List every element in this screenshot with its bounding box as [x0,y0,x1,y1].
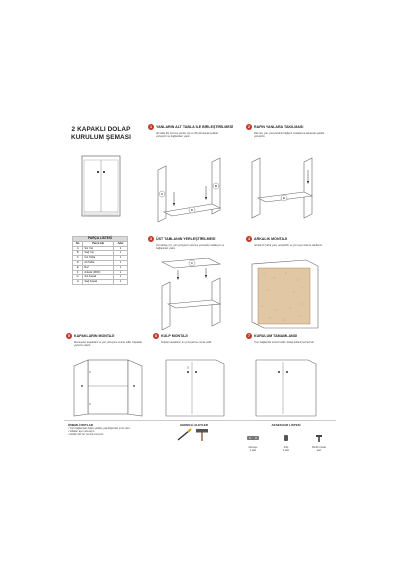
screw-icon [316,435,322,442]
part-no: H [71,279,84,285]
step-6-illustration [165,359,225,417]
step-4-illustration [251,259,319,329]
step-title: RAFIN YANLARA TAKILMASI [254,125,304,129]
note-text: Tüm bağlantılar doğru şekilde yapıldığın… [69,427,131,430]
note-item: • Vidaları aşırı sıkmayın. [68,430,95,434]
hardware-item: Kulp 2 adet [271,429,301,453]
title-line-1: 2 KAPAKLI DOLAP [71,126,131,133]
step-description: Rafı (E), yan yüzeylerdeki bağlantı nokt… [254,132,325,138]
footer-divider [64,420,336,421]
notes-section: ÖNEMLİ NOTLAR • Tüm bağlantılar doğru şe… [68,423,148,437]
hardware-qty: adet [316,449,322,452]
tools-title: GEREKLİ ALETLER [180,423,208,427]
step-3-illustration: C [160,258,222,330]
step-description: Alt tabla (D) üzerine yanları (A) ve (B)… [156,132,218,138]
svg-text:D: D [191,208,194,212]
page-title: 2 KAPAKLI DOLAP KURULUM ŞEMASI [64,126,138,141]
hardware-section: AKSESUAR LİSTESİ Menteşe 4 adet Kulp 2 a… [238,423,334,453]
hammer-icon [196,429,208,441]
step-number: 6 [153,333,159,339]
cabinet-overview-illustration [81,155,121,217]
step-number: 7 [246,333,252,339]
step-7-illustration [255,359,317,417]
note-item: • Dolabı düz bir zemine kurunuz. [68,433,105,437]
screwdriver-icon [177,428,192,441]
handle-icon [284,435,288,441]
title-line-2: KURULUM ŞEMASI [71,133,131,141]
hinge-icon [247,436,259,440]
svg-text:C: C [191,261,194,265]
assembly-sheet: 2 KAPAKLI DOLAP KURULUM ŞEMASI PARÇA LİS… [58,118,340,453]
step-title: YANLARIN ALT TABLA İLE BİRLEŞTİRİLMESİ [156,125,234,129]
step-description: Kulplar kapakların ön yüzeylerine monte … [161,341,212,344]
svg-text:E: E [283,196,285,200]
step-description: Tüm bağlantılar kontrol edilir. Dolap ku… [254,341,315,344]
hardware-qty: 4 adet [249,449,257,452]
svg-text:A: A [161,192,163,196]
note-text: Dolabı düz bir zemine kurunuz. [69,433,105,437]
step-description: Menteşeler kapaklara ve yan yüzeylere mo… [74,341,143,347]
tools-section: GEREKLİ ALETLER [166,423,222,448]
hardware-name: Kulp [283,447,289,449]
hardware-item: Menteşe 4 adet [238,429,268,453]
step-number: 1 [148,124,154,130]
step-title: KULP MONTAJI [161,334,188,338]
hardware-item: Minifix Civata adet [304,429,334,453]
step-title: ÜST TABLANIN YERLEŞTİRİLMESİ [156,237,216,241]
step-number: 3 [148,236,154,242]
step-description: Arkalık (F) arka yüze yerleştirilir ve ç… [254,244,323,247]
step-description: Üst tablayı (C), yan yüzeylerin üzerine … [156,244,225,250]
step-2-illustration: E [251,157,314,219]
svg-text:B: B [215,184,217,188]
note-item: • Tüm bağlantılar doğru şekilde yapıldığ… [68,427,131,430]
hardware-title: AKSESUAR LİSTESİ [271,423,301,427]
hardware-qty: 2 adet [282,449,290,452]
hardware-name: Minifix Civata [312,447,326,449]
step-title: KAPAKLARIN MONTAJI [74,334,115,338]
step-title: KURULUM TAMAMLANDI [254,334,298,338]
hardware-name: Menteşe [248,447,258,449]
step-title: ARKALIK MONTAJI [254,237,288,241]
tools-illustration [177,428,208,441]
note-text: Vidaları aşırı sıkmayın. [69,430,95,434]
step-1-illustration: A B D [157,157,221,222]
step-5-illustration [73,359,143,417]
part-qty: 1 [112,279,129,285]
step-number: 4 [246,236,252,242]
notes-title: ÖNEMLİ NOTLAR [68,423,93,427]
step-number: 5 [66,333,72,339]
step-number: 2 [246,124,252,130]
part-name: Sağ Kapak [82,279,114,285]
